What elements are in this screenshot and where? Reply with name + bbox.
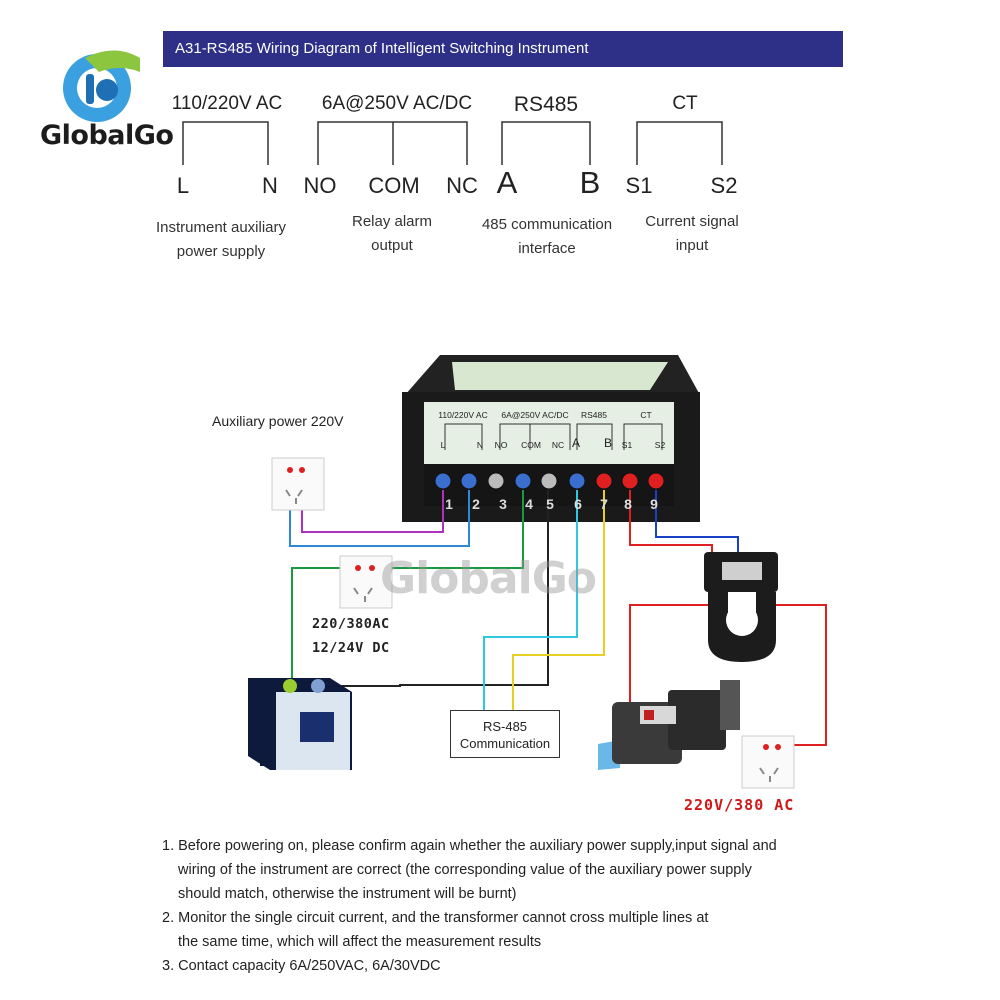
panel-terminal-L: L (440, 440, 446, 450)
contactor-supply-label-2: 12/24V DC (312, 640, 390, 656)
note-1-line3: should match, otherwise the instrument w… (178, 886, 517, 902)
desc-rs485-line2: interface (518, 240, 576, 257)
terminal-number-6: 6 (574, 496, 582, 512)
terminal-number-9: 9 (650, 496, 658, 512)
terminal-number-7: 7 (600, 496, 608, 512)
desc-power-line2: power supply (176, 243, 266, 260)
terminal-NC: NC (446, 173, 478, 198)
terminal-number-4: 4 (525, 496, 533, 512)
group-label-relay: 6A@250V AC/DC (321, 93, 473, 114)
rs485-communication-box: RS-485 Communication (450, 710, 560, 758)
terminal-B: B (579, 165, 601, 200)
panel-terminal-S2: S2 (654, 440, 666, 450)
desc-rs485-line1: 485 communication (481, 216, 613, 233)
terminal-number-5: 5 (546, 496, 554, 512)
desc-rs485: 485 communication interface (482, 213, 612, 261)
wall-socket-contactor (339, 555, 393, 609)
terminal-S1: S1 (625, 173, 653, 198)
terminal-brackets (182, 121, 723, 165)
rs485-box-line2: Communication (459, 736, 551, 751)
rs485-box-line1: RS-485 (482, 719, 528, 734)
current-transformer (704, 552, 778, 662)
wall-socket-aux (271, 457, 325, 511)
note-3-line1: 3. Contact capacity 6A/250VAC, 6A/30VDC (162, 958, 441, 974)
desc-power: Instrument auxiliary power supply (156, 216, 286, 264)
panel-label-power: 110/220V AC (438, 410, 488, 420)
panel-label-rs485: RS485 (581, 410, 607, 420)
desc-ct-line2: input (675, 237, 709, 254)
panel-terminal-B: B (603, 436, 613, 450)
panel-terminal-S1: S1 (621, 440, 633, 450)
logo-icon (63, 50, 140, 122)
note-1-line1: 1. Before powering on, please confirm ag… (162, 838, 777, 854)
note-2-line2: the same time, which will affect the mea… (178, 934, 542, 950)
panel-terminal-NC: NC (551, 440, 565, 450)
desc-power-line1: Instrument auxiliary (155, 219, 287, 236)
aux-power-label: Auxiliary power 220V (212, 413, 344, 429)
page-title: A31-RS485 Wiring Diagram of Intelligent … (163, 31, 843, 67)
terminal-screws (434, 472, 665, 490)
terminal-N: N (262, 173, 278, 198)
panel-terminal-NO: NO (494, 440, 508, 450)
desc-relay: Relay alarm output (352, 210, 432, 258)
contactor-device (248, 678, 352, 770)
terminal-number-8: 8 (624, 496, 632, 512)
terminal-L: L (176, 173, 190, 198)
terminal-NO: NO (303, 173, 337, 198)
group-label-rs485: RS485 (513, 93, 579, 116)
motor-device (598, 680, 740, 770)
group-label-power: 110/220V AC (171, 93, 283, 114)
terminal-number-2: 2 (472, 496, 480, 512)
terminal-number-3: 3 (499, 496, 507, 512)
wall-socket-motor (741, 735, 795, 789)
desc-relay-line1: Relay alarm (351, 213, 433, 230)
terminal-number-1: 1 (445, 496, 453, 512)
brand-name: GlobalGo (40, 120, 174, 151)
note-2-line1: 2. Monitor the single circuit current, a… (162, 910, 709, 926)
panel-label-relay: 6A@250V AC/DC (501, 410, 569, 420)
group-label-ct: CT (672, 93, 698, 114)
panel-terminal-N: N (476, 440, 484, 450)
panel-terminal-COM: COM (521, 440, 541, 450)
terminal-A: A (496, 165, 518, 200)
desc-ct: Current signal input (645, 210, 738, 258)
watermark: GlobalGo (380, 553, 597, 604)
note-1-line2: wiring of the instrument are correct (th… (178, 862, 752, 878)
desc-relay-line2: output (371, 237, 413, 254)
contactor-supply-label-1: 220/380AC (312, 616, 390, 632)
terminal-COM: COM (368, 173, 420, 198)
panel-label-ct: CT (640, 410, 652, 420)
terminal-S2: S2 (710, 173, 738, 198)
panel-terminal-A: A (571, 436, 581, 450)
motor-supply-label: 220V/380 AC (684, 796, 795, 814)
desc-ct-line1: Current signal (645, 213, 739, 230)
